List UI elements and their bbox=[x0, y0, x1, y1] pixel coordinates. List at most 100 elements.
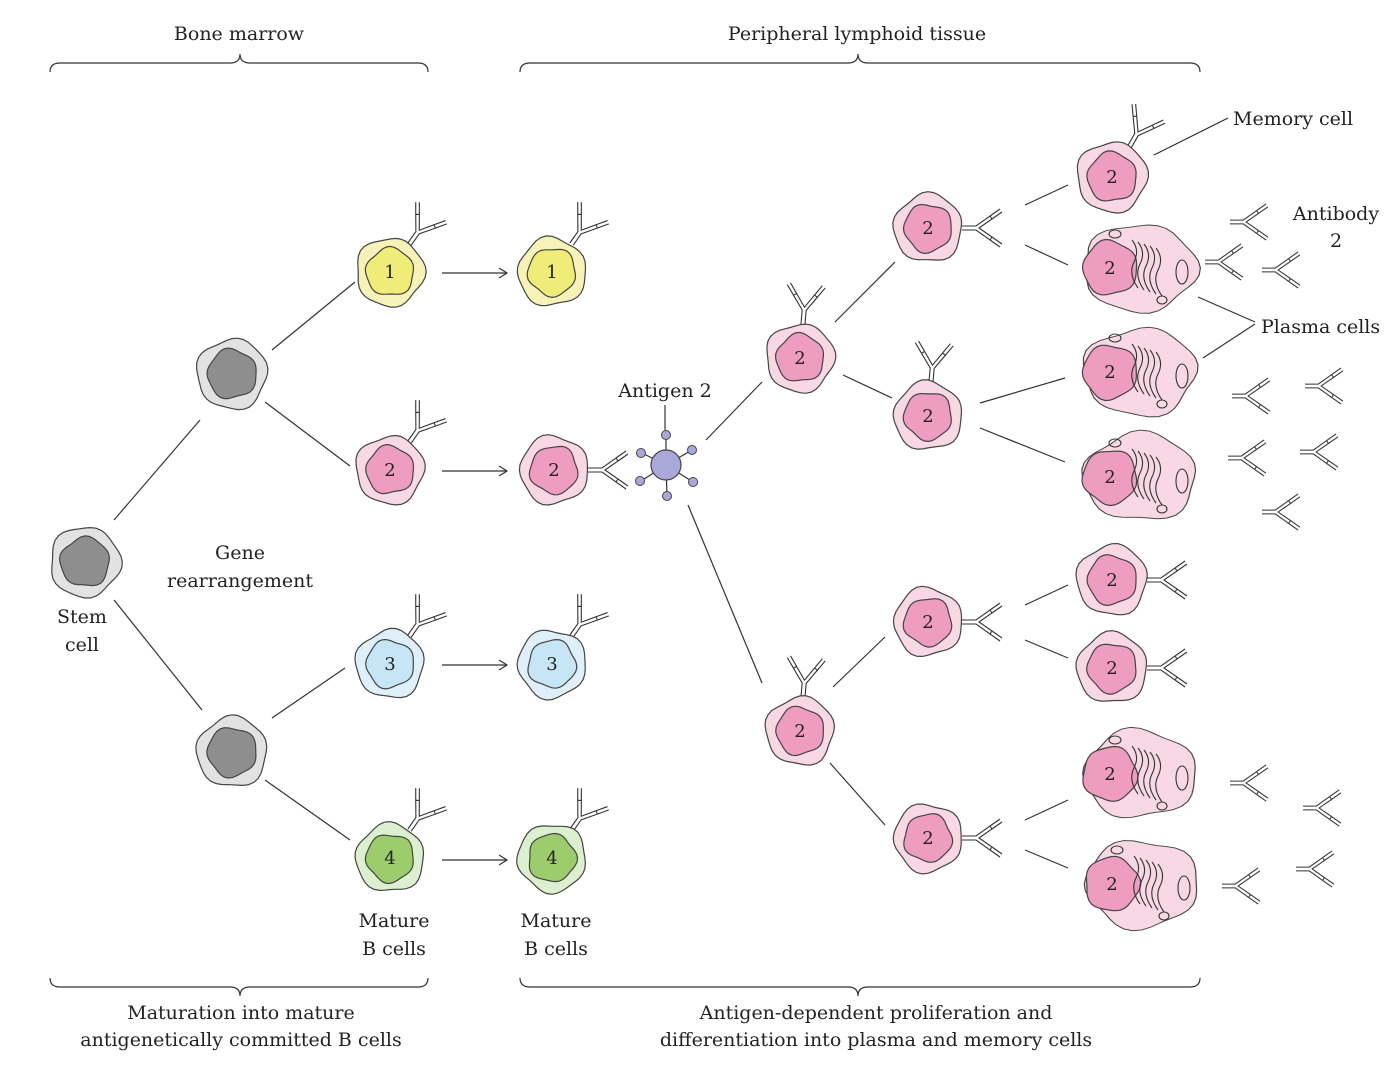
bracket-bone-marrow bbox=[49, 53, 429, 73]
receptor-icon bbox=[962, 208, 1003, 248]
b-cell-1-bone-marrow: 1 bbox=[357, 202, 448, 308]
cell-number: 2 bbox=[922, 828, 933, 849]
receptor-icon bbox=[569, 202, 610, 246]
mature-b-cells-label-line2: B cells bbox=[362, 938, 426, 960]
stem-cell-label-line2: cell bbox=[65, 634, 99, 656]
endoplasmic-reticulum-icon bbox=[1131, 239, 1163, 297]
cell-number: 2 bbox=[1104, 362, 1115, 383]
memory-cell-2: 2 bbox=[1075, 542, 1148, 616]
vesicle-icon bbox=[1156, 801, 1168, 811]
maturation-caption-line2: antigenetically committed B cells bbox=[80, 1029, 401, 1051]
mature-b-cell-2: 2 bbox=[518, 434, 588, 506]
golgi-icon bbox=[1175, 363, 1189, 389]
free-antibody-icon bbox=[1232, 377, 1271, 415]
receptor-icon bbox=[1147, 648, 1188, 688]
free-antibody-icon bbox=[1230, 764, 1269, 802]
cell-number: 2 bbox=[1106, 874, 1117, 895]
receptor-icon bbox=[786, 282, 826, 325]
endoplasmic-reticulum-icon bbox=[1131, 343, 1163, 401]
vesicle-icon bbox=[1156, 295, 1168, 305]
free-antibody-icon bbox=[1296, 850, 1335, 888]
maturation-caption-line1: Maturation into mature bbox=[127, 1002, 354, 1024]
cell-number: 2 bbox=[922, 218, 933, 239]
daughter-cell-1: 2 bbox=[892, 191, 963, 261]
mature-b-cell-3: 3 bbox=[516, 594, 610, 701]
b-cell-3-bone-marrow: 3 bbox=[354, 594, 448, 699]
vesicle-icon bbox=[1108, 735, 1122, 745]
daughter-cell-3: 2 bbox=[892, 585, 963, 658]
activated-b-cell-lower: 2 bbox=[764, 655, 836, 766]
cell-number: 2 bbox=[384, 460, 395, 481]
mature-b-cell-1: 1 bbox=[516, 202, 610, 307]
stem-cell bbox=[51, 526, 123, 599]
plasma-cell-5: 2 bbox=[1083, 840, 1198, 932]
free-antibody-icon bbox=[1305, 367, 1344, 405]
cell-number: 3 bbox=[384, 654, 395, 675]
bracket-peripheral-lymphoid bbox=[519, 53, 1201, 73]
cell-number: 1 bbox=[384, 262, 395, 283]
antigen-2-label: Antigen 2 bbox=[617, 380, 711, 402]
endoplasmic-reticulum-icon bbox=[1131, 745, 1163, 803]
memory-cell-1: 2 bbox=[1076, 104, 1166, 214]
proliferation-caption-line1: Antigen-dependent proliferation and bbox=[699, 1002, 1053, 1024]
cell-number: 4 bbox=[546, 848, 557, 869]
mature-b-cells-label-line1: Mature bbox=[359, 910, 430, 932]
connector-lines bbox=[113, 117, 1256, 869]
antibody-2-label-line1: Antibody bbox=[1292, 203, 1379, 225]
arrow-3 bbox=[442, 659, 509, 671]
peripheral-lymphoid-heading: Peripheral lymphoid tissue bbox=[728, 23, 986, 45]
proliferation-caption-line2: differentiation into plasma and memory c… bbox=[660, 1029, 1092, 1051]
cell-number: 2 bbox=[1106, 167, 1117, 188]
maturation-arrows bbox=[442, 267, 509, 866]
free-antibody-icon bbox=[1205, 243, 1244, 281]
progenitor-cell-lower bbox=[195, 714, 268, 787]
memory-cell-3: 2 bbox=[1075, 629, 1148, 702]
bone-marrow-heading: Bone marrow bbox=[174, 23, 305, 45]
plasma-cell-3: 2 bbox=[1081, 429, 1197, 520]
daughter-cell-4: 2 bbox=[892, 803, 962, 875]
antigen-2 bbox=[635, 430, 698, 501]
b-cell-4-bone-marrow: 4 bbox=[354, 788, 448, 892]
free-antibody-icon bbox=[1230, 203, 1269, 241]
receptor-icon bbox=[407, 400, 448, 444]
receptor-icon bbox=[569, 788, 610, 832]
golgi-icon bbox=[1175, 259, 1189, 285]
plasma-cell-4: 2 bbox=[1082, 726, 1196, 819]
mature-b-cells-label-2-line2: B cells bbox=[524, 938, 588, 960]
vesicle-icon bbox=[1158, 911, 1170, 921]
vesicle-icon bbox=[1108, 333, 1122, 343]
cell-number: 2 bbox=[1106, 570, 1117, 591]
plasma-cell-2: 2 bbox=[1081, 326, 1199, 418]
daughter-cell-2: 2 bbox=[892, 340, 963, 450]
receptor-icon bbox=[1147, 560, 1188, 600]
free-antibody-icon bbox=[1300, 433, 1339, 471]
free-antibody-icon bbox=[1262, 493, 1301, 531]
golgi-icon bbox=[1175, 468, 1189, 494]
mature-b-cell-4: 4 bbox=[516, 788, 610, 895]
free-antibody-icon bbox=[1222, 867, 1261, 905]
b-cell-2-bone-marrow: 2 bbox=[355, 400, 448, 506]
plasma-cell-1: 2 bbox=[1081, 224, 1202, 314]
vesicle-icon bbox=[1108, 229, 1122, 239]
endoplasmic-reticulum-icon bbox=[1131, 448, 1163, 506]
gene-rearrangement-label-line1: Gene bbox=[215, 542, 265, 564]
receptor-icon bbox=[407, 202, 448, 246]
bracket-maturation bbox=[49, 977, 429, 997]
vesicle-icon bbox=[1156, 504, 1168, 514]
free-antibody-icon bbox=[1262, 251, 1301, 289]
activated-b-cell-upper: 2 bbox=[766, 282, 837, 394]
arrow-2 bbox=[442, 465, 509, 477]
antigen-core bbox=[650, 449, 682, 481]
mature-b-cells-label-2-line1: Mature bbox=[521, 910, 592, 932]
cell-number: 2 bbox=[1104, 258, 1115, 279]
golgi-icon bbox=[1175, 765, 1189, 791]
cell-number: 2 bbox=[1106, 658, 1117, 679]
cell-number: 2 bbox=[922, 612, 933, 633]
receptor-icon bbox=[407, 594, 448, 638]
bracket-proliferation bbox=[519, 977, 1201, 997]
receptor-icon bbox=[407, 788, 448, 832]
receptor-icon bbox=[569, 594, 610, 638]
